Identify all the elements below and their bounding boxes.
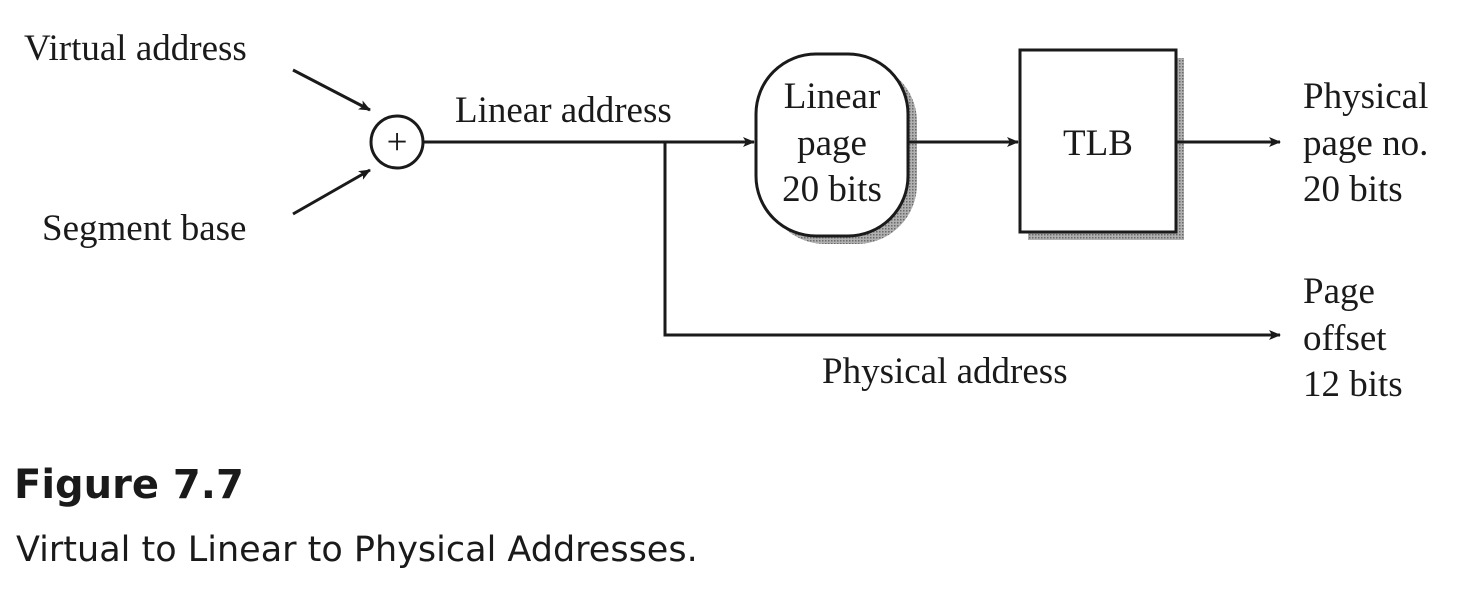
adder: + <box>369 114 425 170</box>
tlb-outline <box>1018 48 1178 234</box>
segment-base-arrow <box>292 168 371 216</box>
linear-address-label: Linear address <box>455 90 672 131</box>
linear-page-line1: Linear <box>784 76 881 117</box>
tlb-label: TLB <box>1063 123 1133 164</box>
virtual-address-arrow <box>292 68 371 112</box>
linear-page-box: Linear page 20 bits <box>754 52 917 244</box>
tlb-box: TLB <box>1018 48 1184 240</box>
page-offset-line3: 12 bits <box>1303 364 1403 405</box>
page-offset-line1: Page <box>1303 271 1375 312</box>
physical-page-line2: page no. <box>1303 123 1428 164</box>
page-offset-line <box>663 142 1281 340</box>
linear-page-line3: 20 bits <box>782 169 882 210</box>
page-offset-line2: offset <box>1303 318 1387 359</box>
adder-symbol: + <box>387 122 408 163</box>
virtual-address-label: Virtual address <box>24 28 247 69</box>
figure-caption: Virtual to Linear to Physical Addresses. <box>16 530 698 570</box>
linear-page-line2: page <box>797 123 867 164</box>
figure-title: Figure 7.7 <box>14 462 244 508</box>
physical-page-line1: Physical <box>1303 76 1428 117</box>
physical-address-label: Physical address <box>822 351 1068 392</box>
physical-page-line3: 20 bits <box>1303 169 1403 210</box>
linear-page-outline <box>754 52 910 238</box>
segment-base-label: Segment base <box>42 208 246 249</box>
